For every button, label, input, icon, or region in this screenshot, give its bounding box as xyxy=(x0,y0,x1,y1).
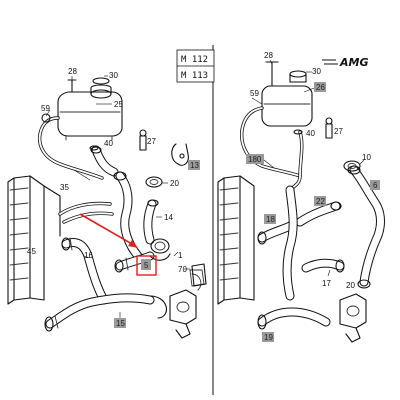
callout-26-right-box xyxy=(314,82,326,92)
leader-lines-left xyxy=(45,75,190,322)
bracket-13-left xyxy=(171,143,189,166)
callout-19-right: 19 xyxy=(264,333,273,342)
callout-17-right: 17 xyxy=(322,279,331,288)
callout-6-right: 6 xyxy=(373,181,378,190)
callout-5: 5 xyxy=(144,261,149,270)
callout-59-right: 59 xyxy=(250,89,259,98)
thermostat-left xyxy=(149,238,171,261)
model-label-113: M 113 xyxy=(181,71,208,81)
sensor-27-left xyxy=(139,129,147,151)
callout-26-right: 26 xyxy=(316,83,325,92)
callout-70-left: 70 xyxy=(178,265,187,274)
callout-16-left: 16 xyxy=(84,251,93,260)
callout-20-left: 20 xyxy=(170,179,179,188)
hose-6-right xyxy=(347,165,385,289)
sensor-27-right xyxy=(325,117,333,139)
callout-25-left: 25 xyxy=(114,100,123,109)
hose-16-left xyxy=(61,237,109,305)
callout-18-right: 18 xyxy=(266,215,275,224)
amg-logo-text: AMG xyxy=(339,56,369,69)
pump-housing-right xyxy=(339,293,367,343)
amg-logo: AMG xyxy=(322,56,369,69)
hose-14-left xyxy=(143,199,159,245)
callout-180-right: 180 xyxy=(248,155,262,164)
hose-19-right xyxy=(257,307,331,330)
callout-28-right: 28 xyxy=(264,51,273,60)
pump-housing-left xyxy=(169,269,205,339)
lower-hose-15-left xyxy=(44,293,168,332)
callout-40-left: 40 xyxy=(104,139,113,148)
clamp-10-right xyxy=(343,160,361,172)
callout-20-right: 20 xyxy=(346,281,355,290)
hose-22-right xyxy=(295,201,342,227)
callout-15-left: 15 xyxy=(116,319,125,328)
callout-22-right: 22 xyxy=(316,197,325,206)
callout-30-left: 30 xyxy=(109,71,118,80)
callout-6-right-box xyxy=(370,180,380,190)
connector-40-left xyxy=(89,145,99,151)
callout-35-left: 35 xyxy=(60,183,69,192)
callout-14-left: 14 xyxy=(164,213,173,222)
callout-1-left: 1 xyxy=(178,251,183,260)
hose-18-right xyxy=(257,221,295,245)
highlight-arrow xyxy=(79,213,138,248)
callout-27-left: 27 xyxy=(147,137,156,146)
callout-180-right-box xyxy=(246,154,264,164)
callout-59-left: 59 xyxy=(41,104,50,113)
callout-40-right: 40 xyxy=(306,129,315,138)
callout-10-right: 10 xyxy=(362,153,371,162)
bypass-hose-left xyxy=(58,201,114,224)
hose-180-right xyxy=(288,130,304,192)
callout-27-right: 27 xyxy=(334,127,343,136)
callout-5-box xyxy=(141,259,151,270)
callout-18-right-box xyxy=(264,214,276,224)
connector-40-right xyxy=(293,129,303,135)
hose-17-right xyxy=(301,258,345,273)
radiator-left xyxy=(7,175,61,305)
hose-clamp-left xyxy=(145,176,163,188)
callout-13-left-box xyxy=(188,160,200,170)
radiator-right xyxy=(217,175,255,305)
hose-5-left xyxy=(114,251,155,273)
callout-15-left-box xyxy=(114,318,126,328)
model-header: M 112 M 113 xyxy=(176,49,215,83)
model-label-112: M 112 xyxy=(181,55,208,65)
hose-long-right xyxy=(282,185,298,301)
upper-hose-left xyxy=(90,145,143,261)
callout-19-right-box xyxy=(262,332,274,342)
expansion-tank-left xyxy=(37,77,123,180)
callout-45-left: 45 xyxy=(27,247,36,256)
highlight-box xyxy=(136,255,157,276)
callout-22-right-box xyxy=(314,196,326,206)
callout-13-left: 13 xyxy=(190,161,199,170)
callout-30-right: 30 xyxy=(312,67,321,76)
callout-28-left: 28 xyxy=(68,67,77,76)
sleeve-70-left xyxy=(191,263,207,287)
expansion-tank-right xyxy=(240,61,313,178)
